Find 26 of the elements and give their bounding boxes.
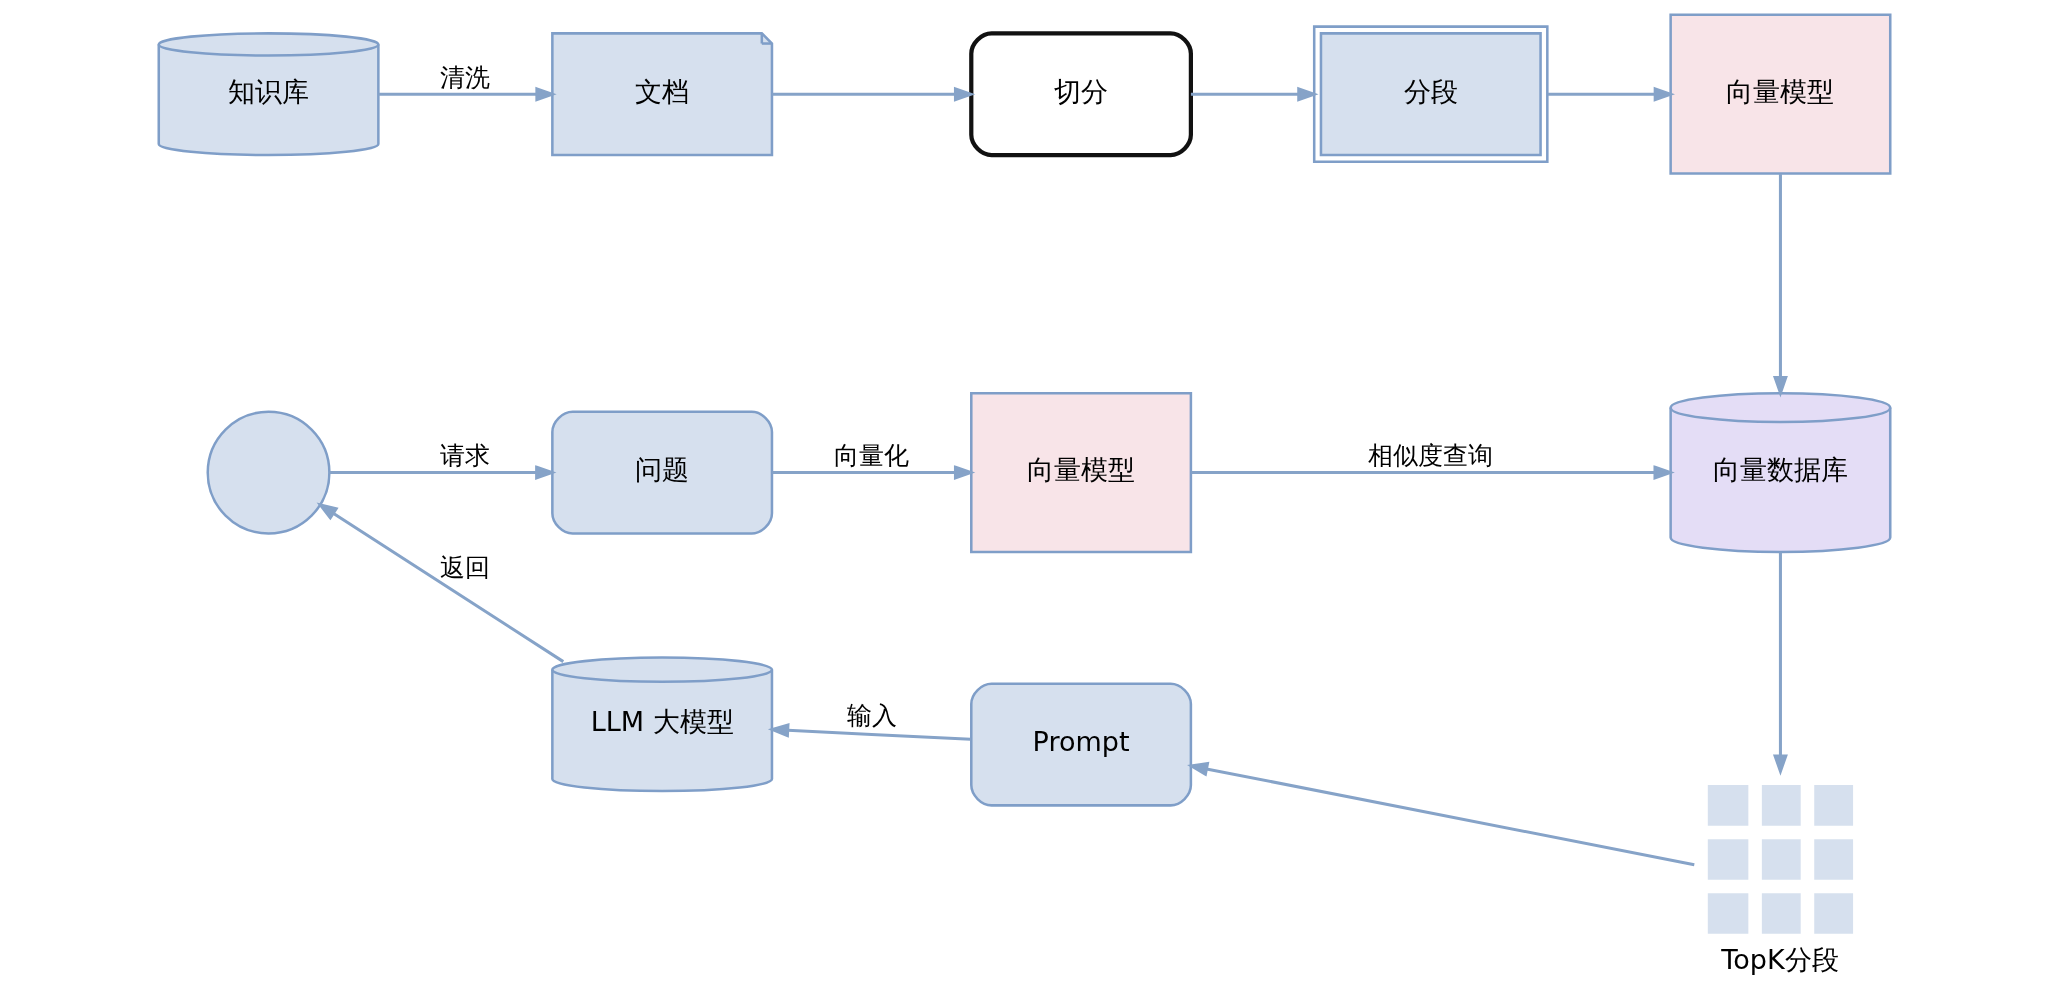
edge-label: 请求 — [439, 440, 490, 471]
arrow — [767, 722, 971, 741]
arrow — [1772, 174, 1788, 398]
arrow — [316, 502, 564, 663]
edge-label: 清洗 — [439, 61, 490, 92]
node-person — [206, 410, 331, 535]
arrow — [1772, 552, 1788, 776]
edge-label: 相似度查询 — [1367, 440, 1493, 471]
arrow — [1186, 761, 1695, 867]
edge-label: 返回 — [439, 551, 490, 582]
node-box: 向量模型 — [1668, 13, 1891, 175]
arrow — [772, 86, 975, 102]
node-box: 分段 — [1312, 25, 1549, 164]
node-label: TopK分段 — [1720, 943, 1839, 975]
edge-label: 向量化 — [833, 440, 909, 471]
node-box: 切分 — [968, 31, 1193, 158]
node-box: 向量模型 — [969, 391, 1192, 554]
arrow — [1190, 86, 1319, 102]
arrow — [1191, 465, 1675, 481]
node-box: 问题 — [550, 410, 773, 535]
arrow — [377, 86, 557, 102]
node-box: Prompt — [969, 682, 1192, 807]
arrow — [1547, 86, 1675, 102]
edge-label: 输入 — [846, 700, 897, 731]
arrow — [329, 465, 556, 481]
arrow — [772, 465, 975, 481]
